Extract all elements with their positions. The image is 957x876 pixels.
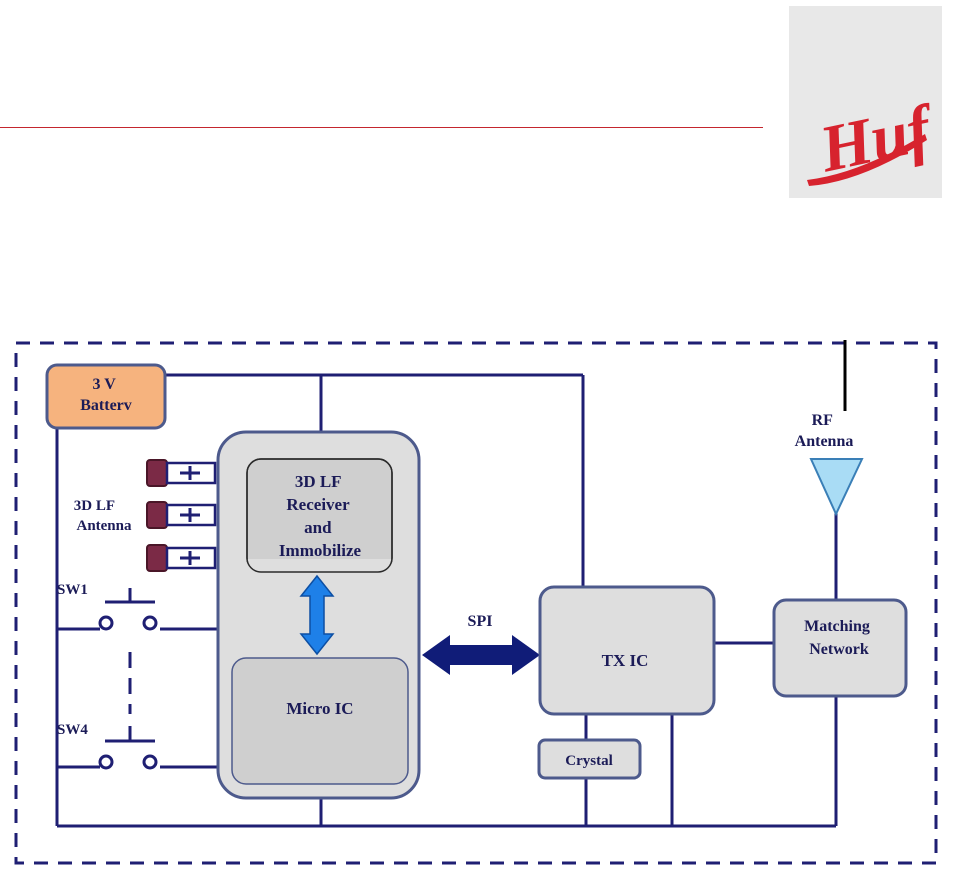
spi-label: SPI <box>468 613 493 630</box>
micro-ic-block <box>232 658 408 784</box>
lf-coil-1 <box>147 460 215 486</box>
wiring <box>57 375 836 826</box>
sw4-contact-left <box>100 756 112 768</box>
sw1-contact-left <box>100 617 112 629</box>
sw1-contact-right <box>144 617 156 629</box>
rf-antenna-icon <box>811 459 862 514</box>
block-diagram: SW1 SW4 3 V Batterv 3D LF Antenna <box>0 330 957 876</box>
sw4-label: SW4 <box>57 722 88 738</box>
spi-arrow-icon <box>422 635 540 675</box>
huf-logo-icon: Huf <box>789 6 942 198</box>
lf-receiver-clip <box>247 559 392 573</box>
micro-ic-label: Micro IC <box>286 699 353 718</box>
logo-box: Huf <box>789 6 942 198</box>
switch-contacts <box>100 617 156 768</box>
crystal-label: Crystal <box>565 753 613 769</box>
lf-antenna-label: 3D LF Antenna <box>74 498 132 534</box>
rf-antenna-label: RF Antenna <box>795 412 854 450</box>
lf-antenna-coils <box>147 460 215 571</box>
tx-ic-label: TX IC <box>602 651 649 670</box>
header-rule <box>0 127 763 128</box>
sw1-label: SW1 <box>57 582 88 598</box>
lf-coil-3 <box>147 545 215 571</box>
lf-coil-2 <box>147 502 215 528</box>
sw4-contact-right <box>144 756 156 768</box>
